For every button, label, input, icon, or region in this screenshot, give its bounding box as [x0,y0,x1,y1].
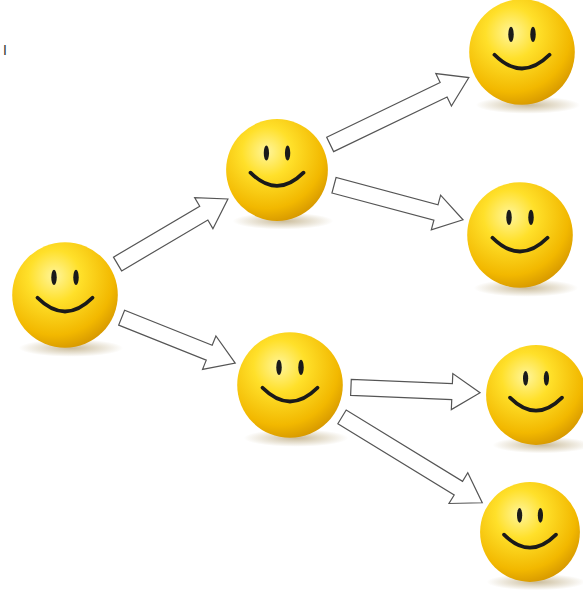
hollow-arrow [327,74,469,152]
hollow-arrow [119,310,236,369]
smiley-face [10,240,120,350]
eye [544,371,549,386]
eye [298,360,304,375]
smiley-face [484,343,583,447]
ball-body [469,0,575,105]
smiley-ball [10,240,120,350]
hollow-arrow [351,374,480,410]
ball-body [467,182,573,288]
eye [285,146,290,161]
smile [493,238,548,252]
ball-body [486,345,583,445]
smile [510,398,562,411]
smile [504,535,556,548]
eye [508,27,514,42]
smiley-face [467,0,577,107]
smiley-ball [478,480,582,584]
stray-mark: I [3,42,7,58]
eye [264,146,269,161]
eye [51,270,57,285]
smile [38,298,93,312]
ball-body [12,242,118,348]
smiley-face [235,330,345,440]
eye [73,270,79,285]
hollow-arrow [113,198,227,271]
smiley-ball [224,117,330,223]
ball-body [237,332,343,438]
smiley-face [478,480,582,584]
smile [495,55,550,69]
smile [263,388,318,402]
hollow-arrow [338,410,482,503]
eye [506,210,512,225]
eye [523,371,528,386]
eye [530,27,536,42]
smiley-ball [465,180,575,290]
ball-body [480,482,580,582]
smiley-face [224,117,330,223]
smile [251,173,304,186]
smiley-ball [235,330,345,440]
eye [276,360,282,375]
smiley-ball [467,0,577,107]
ball-body [226,119,328,221]
smiley-face [465,180,575,290]
eye [517,508,522,523]
hollow-arrow [332,178,463,230]
eye [528,210,534,225]
smiley-ball [484,343,583,447]
eye [538,508,543,523]
